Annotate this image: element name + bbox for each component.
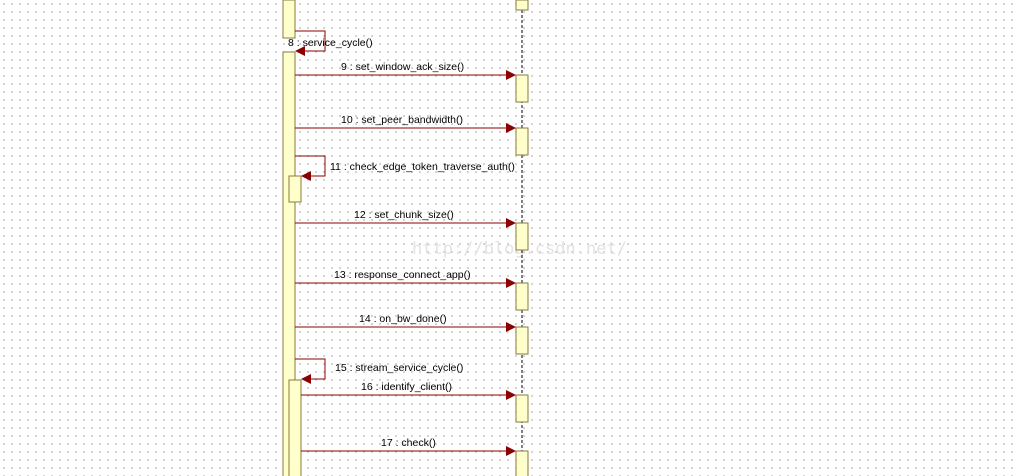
message-10: 10 : set_peer_bandwidth() (295, 114, 516, 133)
message-11-line (295, 155, 326, 177)
activation-caller-top (282, 0, 296, 39)
message-8-line (295, 30, 326, 52)
message-14-label: 14 : on_bw_done() (359, 313, 447, 325)
message-12-arrowhead (506, 218, 516, 228)
message-12: 12 : set_chunk_size() (295, 209, 516, 228)
message-9: 9 : set_window_ack_size() (295, 61, 516, 80)
message-17: 17 : check() (301, 437, 516, 456)
message-14: 14 : on_bw_done() (295, 313, 516, 332)
message-11: 11 : check_edge_token_traverse_auth() (295, 155, 515, 181)
message-11-arrowhead (301, 171, 311, 181)
message-17-label: 17 : check() (381, 437, 436, 449)
message-17-arrowhead (506, 446, 516, 456)
message-15-line (295, 358, 326, 380)
message-15: 15 : stream_service_cycle() (295, 358, 463, 384)
activation-target-9 (515, 74, 529, 103)
message-16-label: 16 : identify_client() (361, 381, 452, 393)
message-16-arrowhead (506, 390, 516, 400)
message-13-label: 13 : response_connect_app() (334, 269, 471, 281)
message-15-arrowhead (301, 374, 311, 384)
activation-target-16 (515, 394, 529, 423)
activation-target-17 (515, 450, 529, 476)
message-13: 13 : response_connect_app() (295, 269, 516, 288)
activation-target-12 (515, 222, 529, 251)
message-10-arrowhead (506, 123, 516, 133)
message-11-label: 11 : check_edge_token_traverse_auth() (330, 161, 515, 173)
message-9-arrowhead (506, 70, 516, 80)
activation-target-10 (515, 127, 529, 156)
activation-caller-nested-15 (288, 379, 302, 476)
message-8: 8 : service_cycle() (288, 30, 373, 56)
activation-target-top (515, 0, 529, 11)
message-14-arrowhead (506, 322, 516, 332)
activation-target-14 (515, 326, 529, 355)
message-10-label: 10 : set_peer_bandwidth() (341, 114, 463, 126)
activation-target-13 (515, 282, 529, 311)
activation-caller-main (282, 51, 296, 476)
message-15-label: 15 : stream_service_cycle() (335, 362, 463, 374)
message-8-arrowhead (295, 46, 305, 56)
message-13-arrowhead (506, 278, 516, 288)
message-12-label: 12 : set_chunk_size() (354, 209, 454, 221)
message-9-label: 9 : set_window_ack_size() (341, 61, 464, 73)
message-8-label: 8 : service_cycle() (288, 37, 373, 49)
activation-caller-nested-11 (288, 175, 302, 203)
message-16: 16 : identify_client() (301, 381, 516, 400)
